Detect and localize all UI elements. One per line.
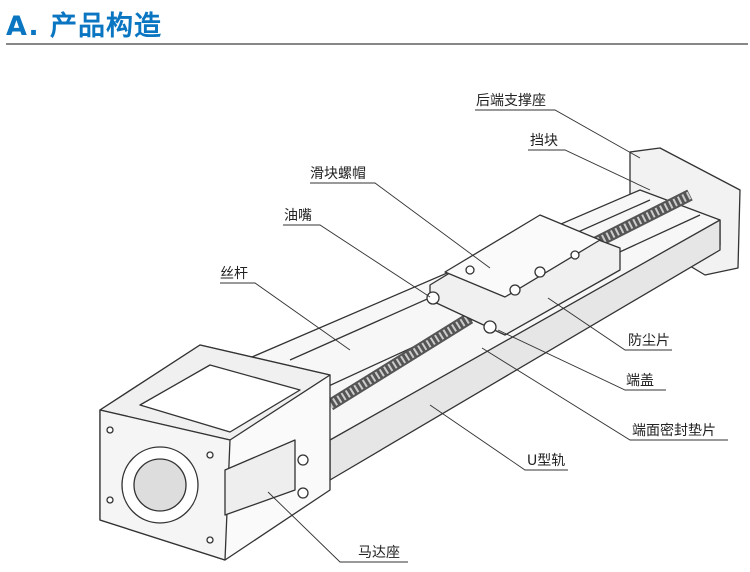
page-title: A. 产品构造 bbox=[6, 11, 163, 42]
label-slider-nut: 滑块螺帽 bbox=[310, 166, 366, 182]
label-end-seal: 端面密封垫片 bbox=[632, 423, 716, 439]
label-u-rail: U型轨 bbox=[527, 453, 566, 469]
label-rear-support: 后端支撑座 bbox=[476, 93, 546, 109]
label-screw: 丝杆 bbox=[220, 266, 248, 282]
label-stopper: 挡块 bbox=[530, 133, 558, 149]
lead-screw bbox=[326, 189, 693, 411]
label-grease-nipple: 油嘴 bbox=[284, 208, 312, 224]
label-motor-seat: 马达座 bbox=[358, 545, 400, 561]
leader-lines bbox=[220, 109, 728, 563]
title-divider bbox=[6, 43, 748, 45]
label-dust-cover: 防尘片 bbox=[628, 333, 670, 349]
label-end-cap: 端盖 bbox=[626, 373, 654, 389]
